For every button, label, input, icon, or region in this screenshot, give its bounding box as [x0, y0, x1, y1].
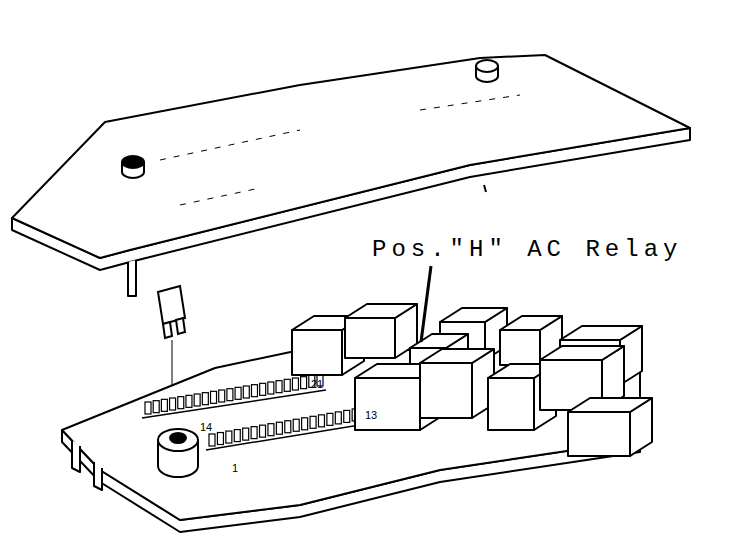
- fuse: [327, 413, 333, 425]
- fuse-rail: [206, 422, 378, 450]
- relay-top: [410, 334, 468, 348]
- lid-knob: [122, 156, 144, 168]
- fuse-rows: [142, 374, 378, 450]
- fuse: [153, 401, 159, 413]
- fuse: [318, 415, 324, 427]
- lid-crease: [160, 95, 520, 205]
- fuse-leg: [163, 322, 172, 338]
- fuse: [292, 378, 298, 390]
- lid-knob: [476, 60, 498, 72]
- spare-fuse: [158, 286, 185, 395]
- lid: [12, 55, 690, 296]
- fuse: [219, 390, 225, 402]
- fuse: [227, 389, 233, 401]
- relay-front: [420, 363, 472, 418]
- base-hook: [94, 462, 102, 490]
- fuse: [260, 383, 266, 395]
- label-holder: 13: [365, 409, 377, 421]
- relay-front: [355, 378, 420, 430]
- fuse: [276, 381, 282, 393]
- relay-top: [560, 326, 642, 340]
- fuse: [211, 391, 217, 403]
- fuse: [202, 393, 208, 405]
- lid-peg: [128, 260, 136, 296]
- fuse: [251, 385, 257, 397]
- relay-front: [292, 330, 342, 375]
- terminal-post: [158, 429, 198, 477]
- fuse: [235, 387, 241, 399]
- label-holder: 1: [232, 462, 238, 474]
- fuse: [293, 419, 299, 431]
- leader-line: [421, 266, 431, 342]
- relay-callout: Pos."H" AC Relay: [372, 236, 682, 263]
- fuse: [217, 433, 223, 445]
- fuse: [268, 424, 274, 436]
- lid-top: [12, 55, 690, 258]
- label-holder: 21: [311, 378, 323, 390]
- relay-block: [292, 304, 652, 456]
- fuse: [260, 425, 266, 437]
- fuse: [194, 394, 200, 406]
- fuse-number: 14: [200, 421, 212, 433]
- fuse-number: 21: [311, 378, 323, 390]
- fuse: [145, 402, 151, 414]
- relay-front: [345, 318, 395, 358]
- fuse: [186, 395, 192, 407]
- lid-mark: [484, 185, 486, 192]
- relay: [568, 398, 652, 456]
- post-nut: [170, 433, 186, 443]
- fuse: [170, 398, 176, 410]
- relay: [345, 304, 417, 358]
- label-holder: Pos."H" AC Relay: [372, 236, 682, 263]
- relay-top: [500, 316, 562, 330]
- fuse: [243, 428, 249, 440]
- relay-top: [540, 346, 624, 360]
- fuse: [209, 434, 215, 446]
- post-top: [158, 429, 198, 451]
- label-holder: 14: [200, 421, 212, 433]
- fuse-number: 1: [232, 462, 238, 474]
- fuse: [178, 397, 184, 409]
- fuse-rail: [142, 390, 326, 418]
- relay-top: [420, 349, 494, 363]
- fuse: [302, 418, 308, 430]
- fuse: [226, 431, 232, 443]
- relay: [420, 349, 494, 418]
- fuse: [344, 410, 350, 422]
- fuse: [161, 399, 167, 411]
- fuse-number: 13: [365, 409, 377, 421]
- fuse: [251, 427, 257, 439]
- fuse: [301, 377, 307, 389]
- fuse: [285, 421, 291, 433]
- fuse: [284, 379, 290, 391]
- base-top: [62, 350, 640, 520]
- relay-top: [568, 398, 652, 412]
- fuse: [234, 430, 240, 442]
- base-hook: [72, 440, 80, 472]
- relay-top: [440, 308, 507, 322]
- relay-top: [345, 304, 417, 318]
- fuse: [335, 412, 341, 424]
- fuse: [276, 422, 282, 434]
- relay-front: [500, 330, 540, 365]
- fuse: [268, 382, 274, 394]
- fuse: [310, 416, 316, 428]
- fuse-box-base: [62, 350, 640, 532]
- fuse-leg: [176, 318, 185, 334]
- fuse: [243, 386, 249, 398]
- relay-front: [568, 412, 630, 456]
- relay-front: [488, 378, 534, 430]
